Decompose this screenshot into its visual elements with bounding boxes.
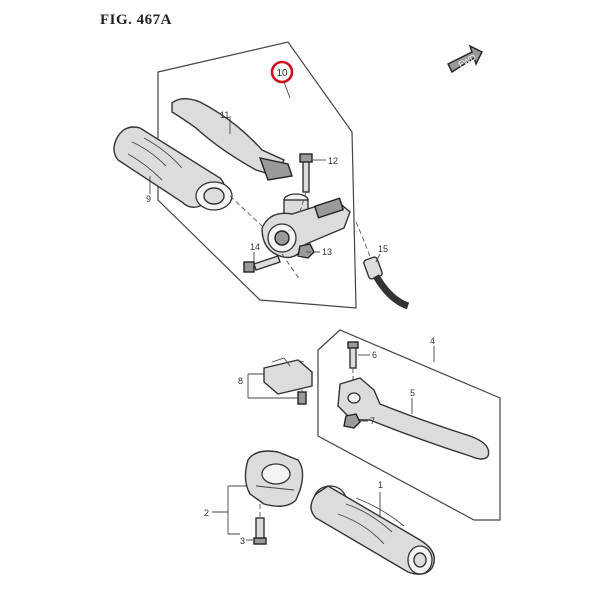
part-15-cable — [355, 221, 410, 310]
callout-5: 5 — [410, 388, 415, 398]
callout-4: 4 — [430, 336, 435, 346]
callout-10: 10 — [276, 68, 288, 79]
callout-15: 15 — [378, 244, 388, 254]
part-7-nut — [343, 413, 361, 429]
callout-8: 8 — [238, 376, 243, 386]
callout-3: 3 — [240, 536, 245, 546]
part-11-lever — [171, 98, 293, 181]
part-12-bolt — [299, 153, 313, 193]
fwd-arrow-icon: FWD — [447, 44, 483, 74]
part-10-highlight-circle — [270, 60, 294, 84]
callout-14: 14 — [250, 242, 260, 252]
part-10-lever-holder — [261, 193, 351, 259]
callout-9: 9 — [146, 194, 151, 204]
part-6-pin — [347, 341, 359, 369]
lower-right-assembly-frame — [317, 329, 501, 521]
part-2-throttle-housing — [244, 450, 304, 507]
callout-1: 1 — [378, 480, 383, 490]
upper-assembly-frame — [157, 41, 357, 309]
part-8-switch — [263, 357, 313, 405]
callout-11: 11 — [220, 110, 229, 120]
callout-2: 2 — [204, 508, 209, 518]
part-9-grip — [113, 126, 233, 211]
part-1-throttle-grip — [310, 485, 435, 575]
callout-6: 6 — [372, 350, 377, 360]
callout-12: 12 — [328, 156, 338, 166]
figure-title: FIG. 467A — [100, 12, 172, 28]
part-5-brake-lever — [337, 377, 490, 460]
callout-7: 7 — [370, 416, 375, 426]
part-13-nut — [297, 243, 315, 259]
part-3-screw — [253, 517, 267, 545]
part-14-screw — [243, 255, 281, 273]
callout-13: 13 — [322, 247, 332, 257]
